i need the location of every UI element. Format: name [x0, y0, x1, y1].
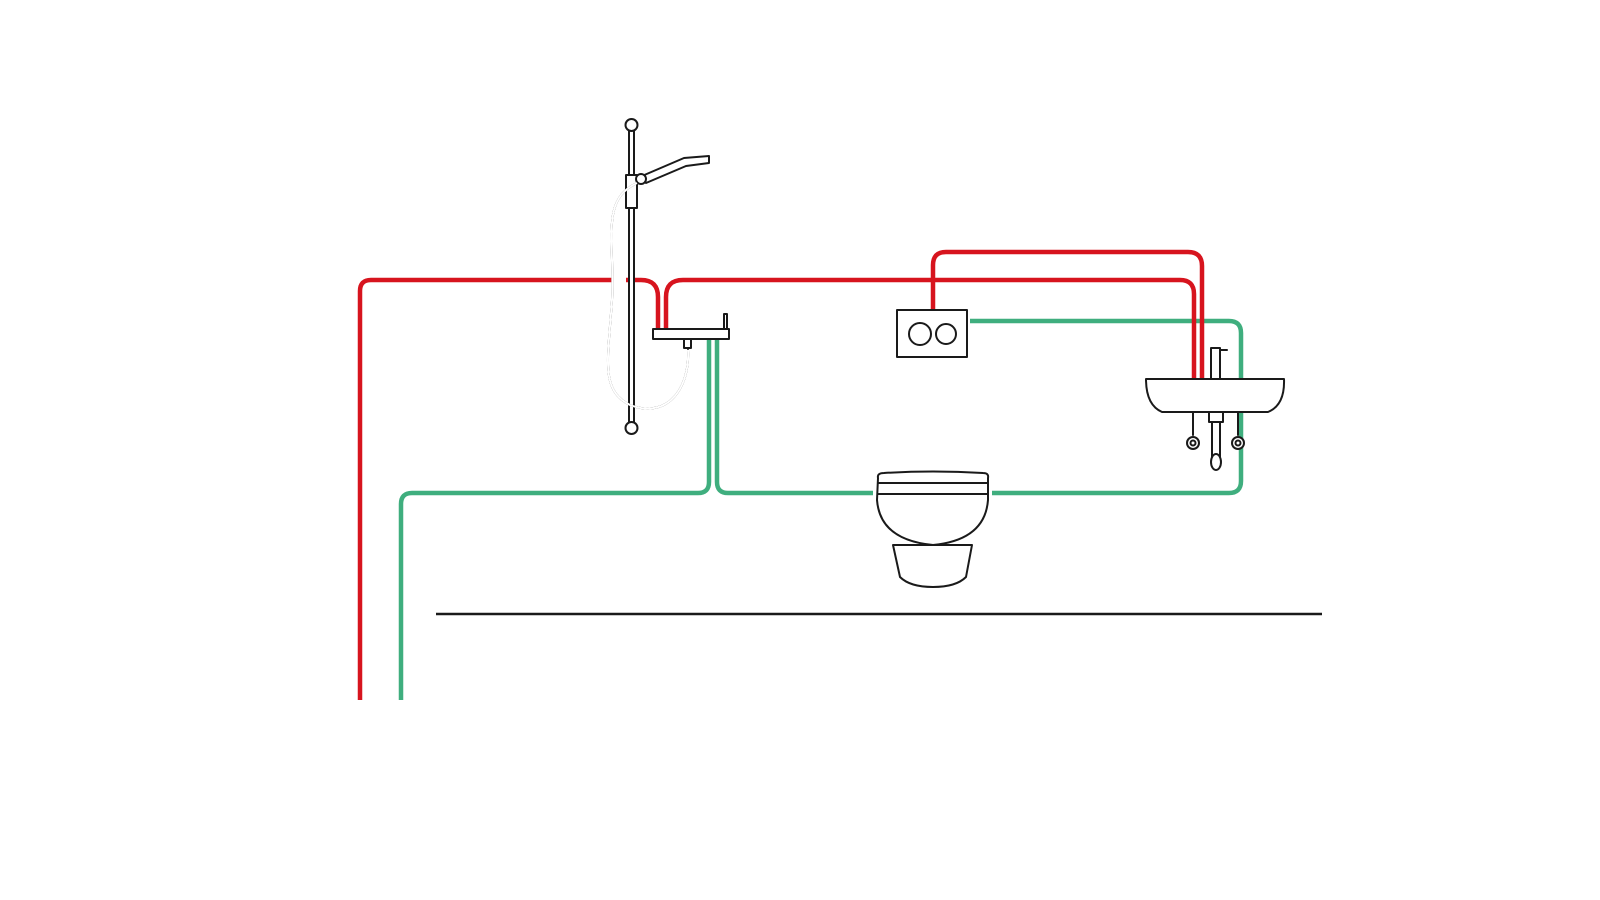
- hot-pipe-cistern-to-basin: [930, 249, 1205, 412]
- cold-pipe-riser-to-shower: [398, 338, 712, 700]
- shower-rail-icon: [606, 118, 710, 435]
- cold-pipe-shower-to-toilet: [714, 338, 873, 496]
- wall-hung-toilet-icon: [876, 470, 990, 588]
- shower-mixer-icon: [652, 313, 730, 349]
- washbasin-icon: [1145, 347, 1286, 471]
- hot-pipe-riser-to-shower: [357, 277, 661, 700]
- hot-water-pipes: [357, 249, 1205, 700]
- cold-water-pipes: [398, 318, 1244, 700]
- flush-plate-icon: [896, 309, 968, 358]
